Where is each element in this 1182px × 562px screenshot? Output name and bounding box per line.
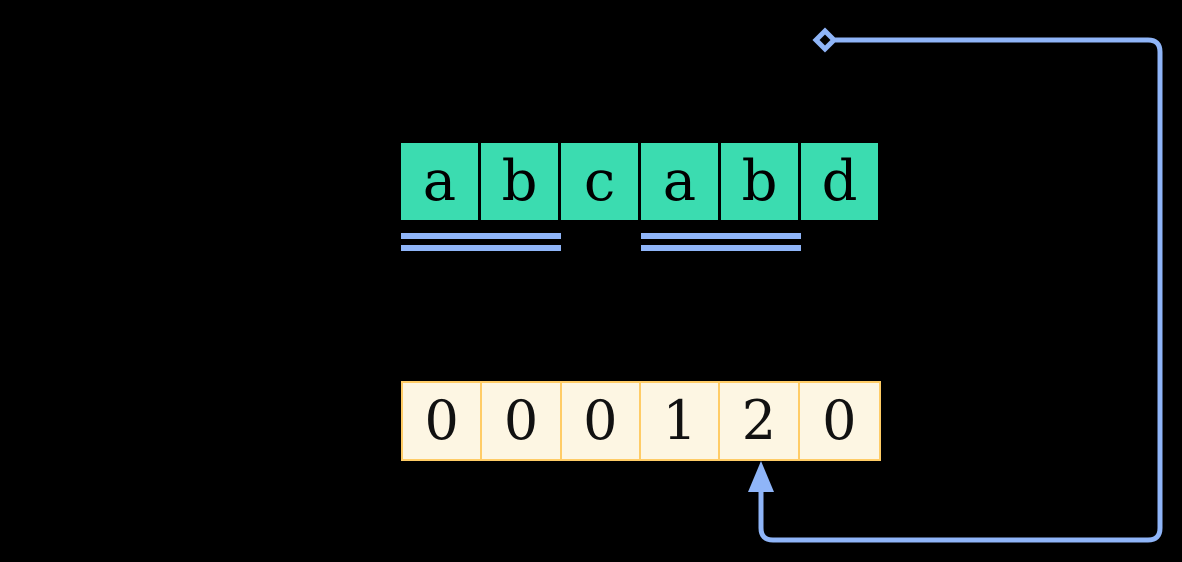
- pattern-cell: b: [481, 143, 558, 220]
- lps-cell: 1: [640, 383, 721, 459]
- lps-cell: 0: [482, 383, 562, 459]
- arrow-head-icon: [748, 461, 774, 492]
- pattern-cell: d: [801, 143, 878, 220]
- suffix-match-underline: [641, 233, 801, 251]
- underline-rule: [401, 245, 561, 251]
- underline-rule: [641, 245, 801, 251]
- diamond-start-marker-icon: [812, 27, 838, 53]
- pattern-array: a b c a b d: [401, 143, 878, 220]
- lps-cell: 2: [720, 383, 800, 459]
- pattern-cell: a: [641, 143, 718, 220]
- lps-cell: 0: [561, 383, 641, 459]
- prefix-match-underline: [401, 233, 561, 251]
- lps-cell: 0: [799, 383, 879, 459]
- underline-rule: [401, 233, 561, 239]
- pattern-cell: b: [721, 143, 798, 220]
- lps-array: 0 0 0 1 2 0: [401, 381, 881, 461]
- pattern-cell: a: [401, 143, 478, 220]
- underline-rule: [641, 233, 801, 239]
- lps-cell: 0: [403, 383, 483, 459]
- pattern-cell: c: [561, 143, 638, 220]
- lps-feedback-connector-path: [758, 37, 1163, 543]
